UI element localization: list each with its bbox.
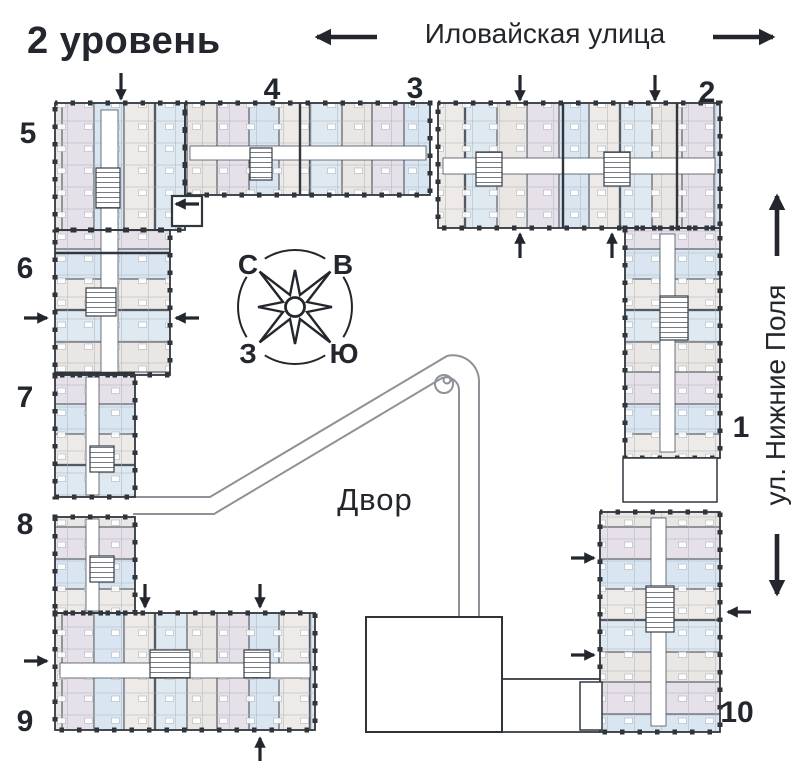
terrace-outline <box>622 457 718 503</box>
entrance-arrows <box>24 73 751 761</box>
building-8-label: 8 <box>17 508 34 541</box>
building-6-label: 6 <box>17 252 34 285</box>
building-7-outline <box>54 374 136 498</box>
ramp-gate-icon <box>434 374 454 394</box>
stair-cores <box>85 147 689 679</box>
service-connector-lines <box>502 678 600 733</box>
courtyard-label: Двор <box>337 482 413 517</box>
street-top-label: Иловайская улица <box>425 18 666 49</box>
building-1-label: 1 <box>733 411 750 444</box>
service-structure-outline <box>365 616 503 733</box>
courtyard-ramp <box>133 354 480 617</box>
walls <box>52 100 723 735</box>
building-10-label: 10 <box>720 696 753 729</box>
building-3-label: 3 <box>407 72 424 105</box>
section-joints <box>55 103 679 375</box>
building-3-2-outline <box>437 102 721 229</box>
page-title: 2 уровень <box>27 20 221 62</box>
building-4-outline <box>184 102 431 196</box>
street-right-label: ул. Нижние Поля <box>760 285 791 506</box>
compass-north-label: С <box>238 249 258 280</box>
street-arrows <box>314 28 786 597</box>
building-2-label: 2 <box>699 76 716 109</box>
building-5-label: 5 <box>20 117 37 150</box>
building-4-label: 4 <box>264 73 281 106</box>
compass-south-label: Ю <box>330 338 359 369</box>
building-7-label: 7 <box>17 381 34 414</box>
compass-rose: С В З Ю <box>237 249 359 369</box>
stair-stub-outline <box>170 194 204 228</box>
building-9-label: 9 <box>17 705 34 738</box>
building-10-outline <box>599 511 721 733</box>
building-10-annex-outline <box>579 681 603 731</box>
building-9-outline <box>54 612 316 731</box>
compass-east-label: В <box>333 249 353 280</box>
building-number-labels: 5 6 7 8 9 4 3 2 1 10 <box>17 72 754 738</box>
compass-west-label: З <box>239 338 257 369</box>
